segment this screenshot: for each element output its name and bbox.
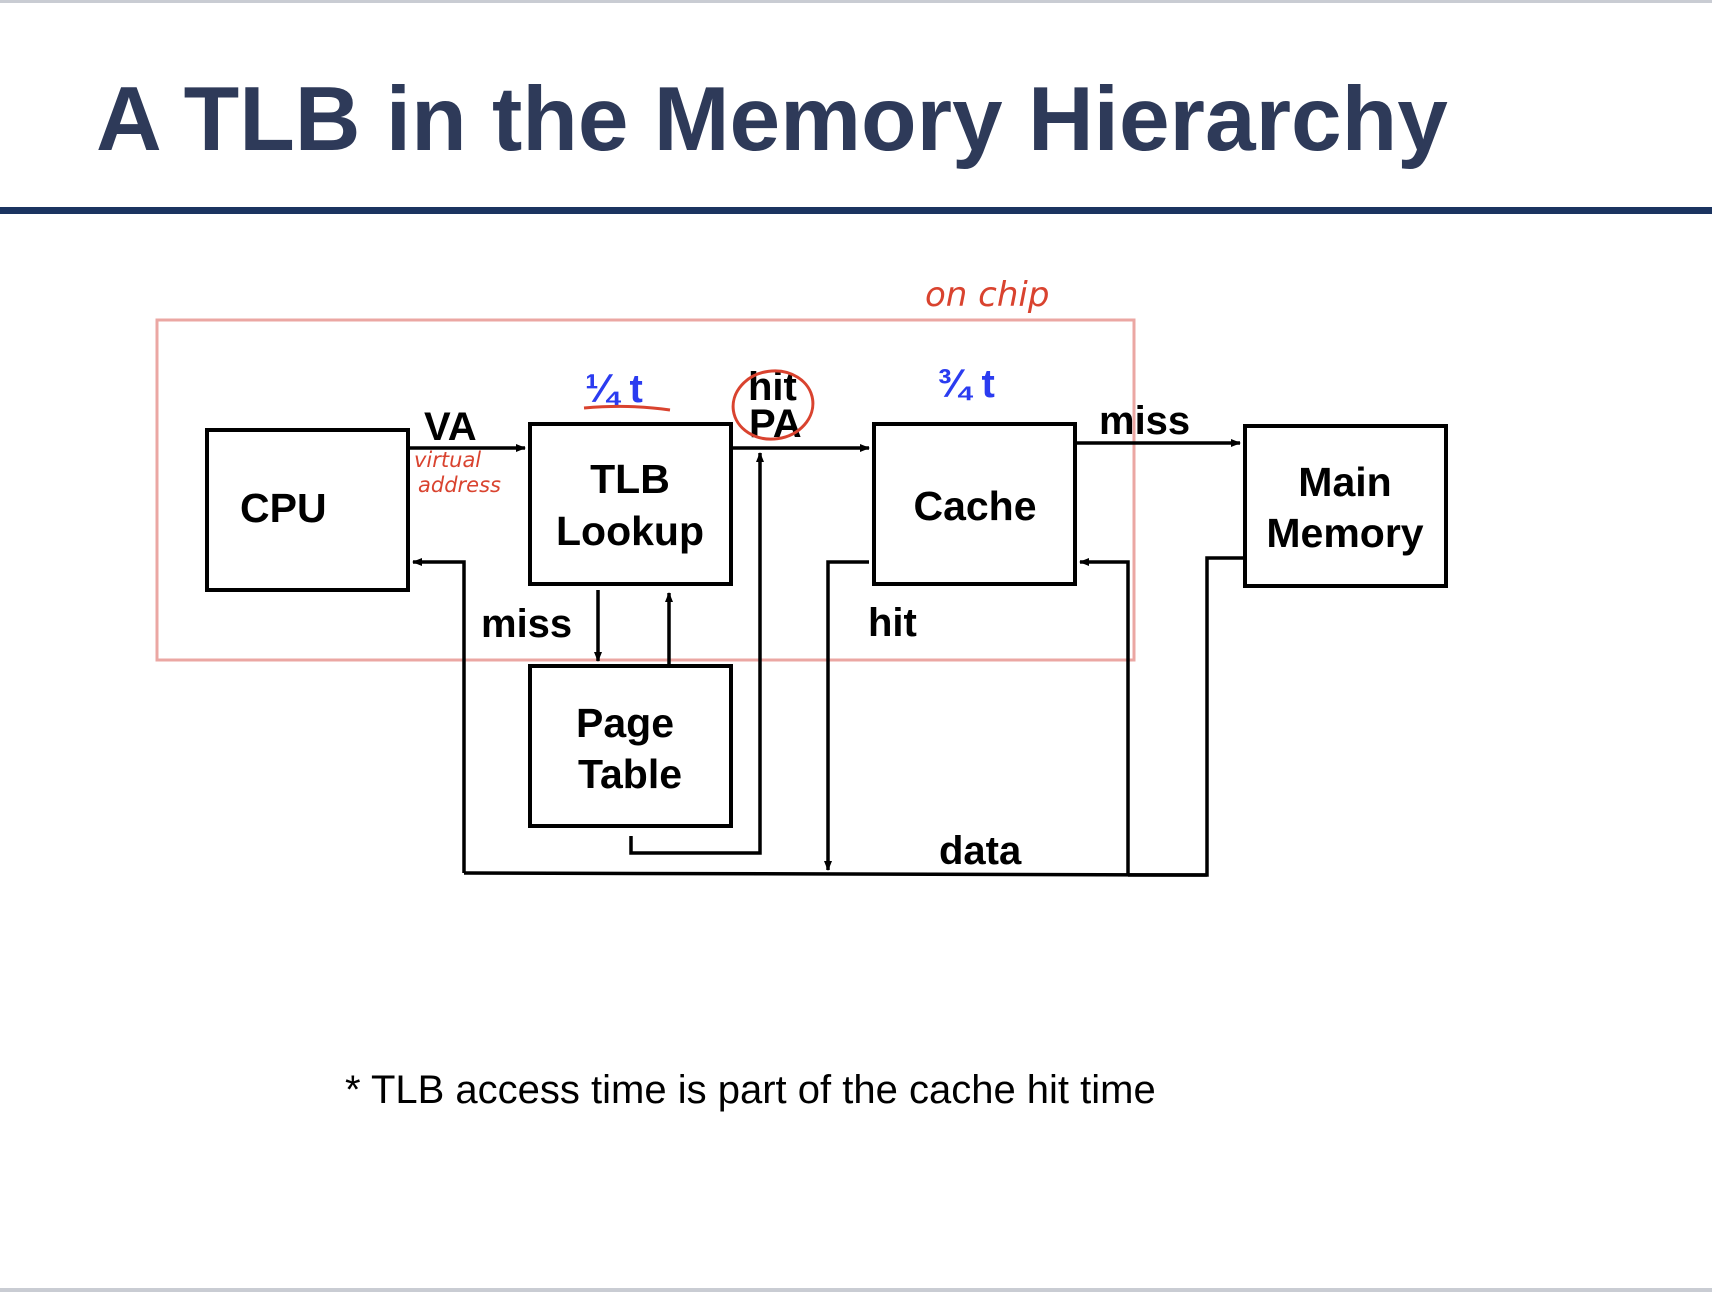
cache-miss-label: miss	[1099, 399, 1190, 443]
cpu-box	[205, 428, 410, 592]
cache-label: Cache	[913, 483, 1036, 529]
on-chip-region-outline	[155, 318, 1136, 662]
main-memory-label-line1: Main	[1298, 459, 1391, 505]
title-underline-rule	[0, 207, 1712, 214]
cache-box	[872, 422, 1077, 586]
tlb-timing-underline	[583, 404, 671, 412]
tlb-timing-label: ¼ t	[585, 367, 643, 411]
cache-hit-path	[824, 560, 869, 871]
page-table-box	[528, 664, 733, 828]
data-label: data	[939, 829, 1022, 873]
cpu-label: CPU	[240, 485, 327, 531]
memory-return-path	[1128, 556, 1245, 877]
page-table-label-line1: Page	[576, 700, 674, 746]
va-label: VA	[424, 405, 477, 449]
virtual-address-handwritten-line2: address	[418, 473, 501, 497]
slide-bottom-edge	[0, 1288, 1712, 1292]
cache-timing-label: ¾ t	[937, 362, 995, 406]
tlb-lookup-box	[528, 422, 733, 586]
virtual-address-handwritten-line1: virtual	[414, 448, 481, 472]
data-to-cache-path	[1079, 558, 1130, 875]
slide-top-edge	[0, 0, 1712, 3]
data-bus-line	[463, 871, 1208, 877]
tlb-label-line1: TLB	[590, 456, 670, 502]
main-memory-box	[1243, 424, 1448, 588]
on-chip-handwritten-label: on chip	[925, 275, 1049, 315]
pa-handwritten-circle	[731, 369, 815, 441]
tlb-miss-label: miss	[481, 602, 572, 646]
main-memory-label-line2: Memory	[1266, 510, 1423, 556]
slide-title: A TLB in the Memory Hierarchy	[96, 69, 1448, 170]
tlb-label-line2: Lookup	[556, 508, 704, 554]
cache-hit-label: hit	[868, 601, 917, 645]
page-table-pa-path	[629, 452, 764, 855]
slide-footnote: * TLB access time is part of the cache h…	[345, 1068, 1156, 1112]
page-table-label-line2: Table	[578, 751, 682, 797]
data-to-cpu-path	[412, 558, 466, 873]
